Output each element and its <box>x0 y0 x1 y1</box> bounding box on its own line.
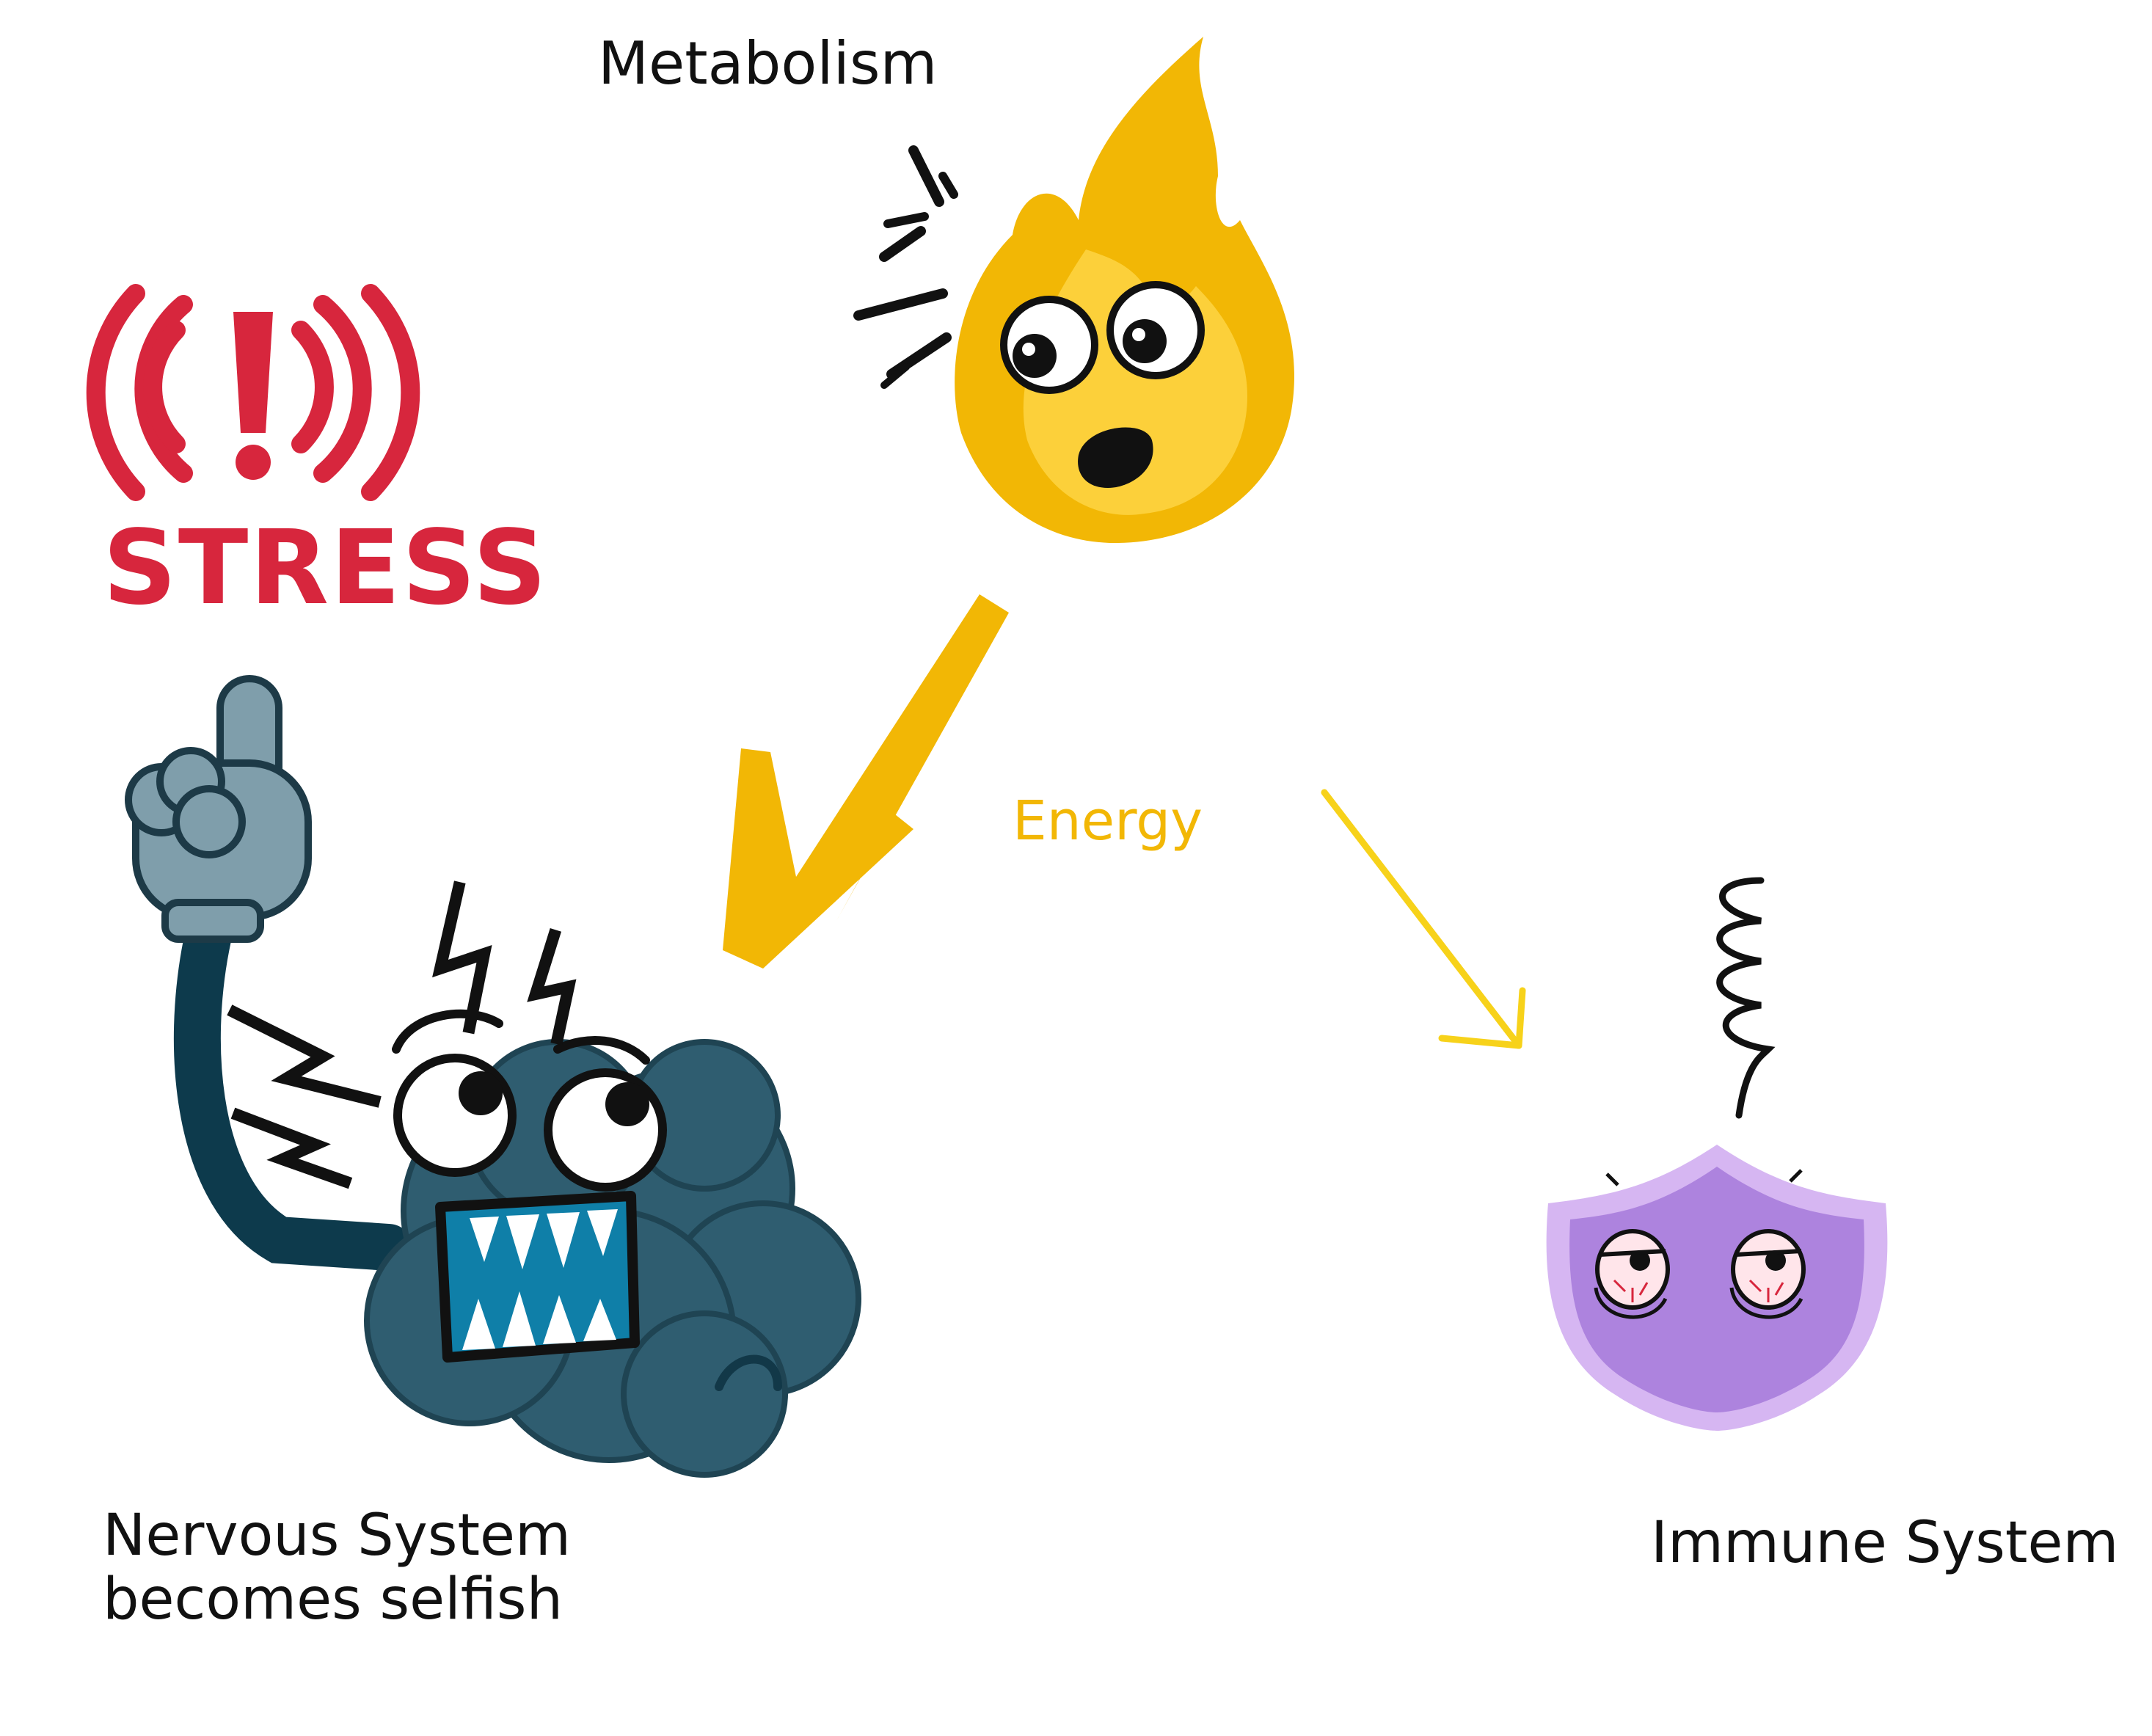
flame-character-icon <box>853 37 1294 543</box>
energy-label: Energy <box>1013 789 1203 853</box>
big-energy-arrow-icon <box>723 594 1009 969</box>
exclamation-mark-icon <box>233 312 273 480</box>
thin-arrow-icon <box>1321 789 1526 1049</box>
nervous-system-label-line2: becomes selfish <box>103 1567 563 1633</box>
stress-label: STRESS <box>103 508 549 628</box>
nervous-system-label: Nervous System becomes selfish <box>103 1503 572 1633</box>
alarm-exclamation-icon <box>86 284 420 501</box>
pointing-glove-icon <box>125 675 312 943</box>
nervous-system-label-line1: Nervous System <box>103 1503 572 1569</box>
immune-system-label: Immune System <box>1651 1510 2119 1576</box>
metabolism-label: Metabolism <box>598 29 938 98</box>
shield-character-icon <box>1546 877 1888 1431</box>
brain-character-icon <box>125 675 861 1478</box>
